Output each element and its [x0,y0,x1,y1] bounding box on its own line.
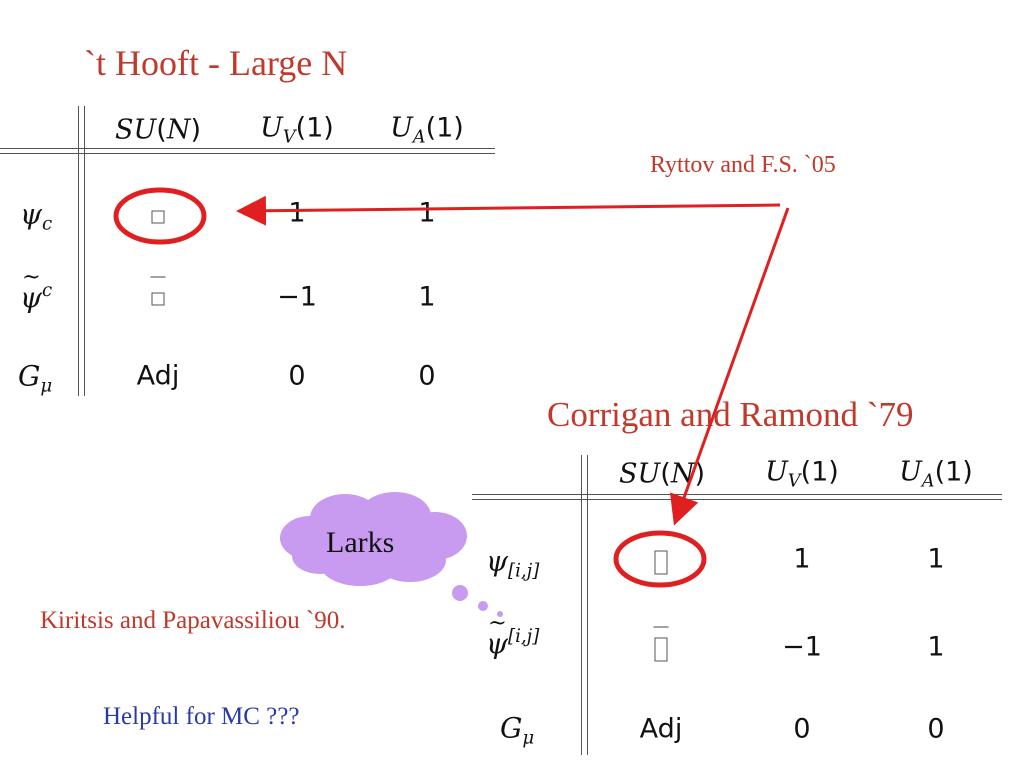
arrow-to-antisymmetric [669,207,790,526]
row-label-g-mu: Gμ [500,711,535,749]
header-ua-1: UA(1) [899,456,973,492]
young-box-antisymmetric-conjugate [653,626,669,663]
cell-uv: −1 [782,631,822,663]
row-label-psi-tilde-ij: ψ[i,j] [486,610,539,660]
larks-label: Larks [326,526,395,559]
cell-uv: 0 [288,360,306,392]
highlight-ellipse-antisymmetric [613,530,707,588]
cell-ua: 1 [927,631,945,663]
row-label-g-mu: Gμ [18,359,53,397]
cell-ua: 1 [927,543,945,575]
header-ua-1: UA(1) [390,112,464,148]
header-su-n: SU(N) [115,114,201,146]
row-label-psi-ij: ψ[i,j] [486,544,540,582]
row-label-psi-c: ψc [20,197,53,235]
cell-su-adj: Adj [136,360,180,392]
cell-su-adj: Adj [639,713,683,745]
young-box-antifundamental [150,276,166,313]
young-box-antisymmetric [654,545,668,576]
corrigan-citation: Corrigan and Ramond `79 [547,395,914,434]
highlight-ellipse-fundamental [113,187,207,245]
cell-ua: 1 [418,281,436,313]
header-uv-1: UV(1) [765,456,839,492]
row-label-psi-tilde-c: ψc [20,264,52,314]
cell-uv: 1 [793,543,811,575]
thought-cloud [280,492,503,617]
cell-ua: 1 [418,197,436,229]
young-box-fundamental [151,200,165,231]
arrow-to-fundamental [236,195,781,226]
cell-ua: 0 [927,713,945,745]
cell-uv: −1 [277,281,317,313]
cell-ua: 0 [418,360,436,392]
helpful-note: Helpful for MC ??? [103,703,300,730]
header-uv-1: UV(1) [260,112,334,148]
kiritsis-citation: Kiritsis and Papavassiliou `90. [40,607,346,634]
cell-uv: 0 [793,713,811,745]
main-title: `t Hooft - Large N [84,43,348,83]
ryttov-citation: Ryttov and F.S. `05 [650,152,836,178]
cell-uv: 1 [288,197,306,229]
